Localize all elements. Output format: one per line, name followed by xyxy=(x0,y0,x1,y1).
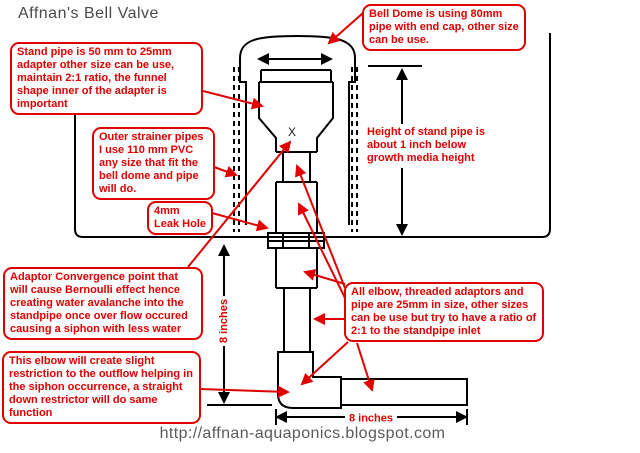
note-elbow: This elbow will create slight restrictio… xyxy=(2,351,201,424)
horizontal-dimension-label: 8 inches xyxy=(344,412,398,426)
arrow-strainer-note xyxy=(213,165,238,178)
arrow-leak-hole-note xyxy=(211,212,269,232)
arrow-fittings-lower-adaptor xyxy=(303,269,346,285)
arrow-elbow-note xyxy=(199,385,290,398)
footer-url: http://affnan-aquaponics.blogspot.com xyxy=(159,425,446,442)
note-strainer: Outer strainer pipes I use 110 mm PVC an… xyxy=(92,127,215,200)
note-bell-dome: Bell Dome is using 80mm pipe with end ca… xyxy=(362,4,526,51)
note-fittings: All elbow, threaded adaptors and pipe ar… xyxy=(344,282,544,342)
arrow-fittings-elbow xyxy=(300,341,349,386)
dim-end-ticks xyxy=(275,409,468,425)
funnel-adapter xyxy=(258,69,334,153)
standpipe xyxy=(275,152,318,233)
grow-bed-outline xyxy=(74,33,551,238)
vertical-dimension-label: 8 inches xyxy=(217,295,231,347)
threaded-flange xyxy=(267,232,325,249)
note-leak-hole: 4mm Leak Hole xyxy=(147,201,213,235)
arrow-fittings-upper-pipe xyxy=(295,164,346,289)
annotation-arrows xyxy=(187,12,375,398)
arrow-standpipe-note xyxy=(202,90,264,110)
bell-dome xyxy=(239,34,356,225)
note-convergence: Adaptor Convergence point that will caus… xyxy=(3,267,203,340)
note-standpipe-height: Height of stand pipe is about 1 inch bel… xyxy=(367,126,485,164)
outflow-pipe xyxy=(340,378,468,406)
arrow-convergence-note xyxy=(187,140,292,268)
convergence-x-mark: X xyxy=(288,125,297,139)
note-standpipe: Stand pipe is 50 mm to 25mm adapter othe… xyxy=(10,42,203,115)
elbow-fitting xyxy=(277,351,342,409)
strainer-pipe-dashed xyxy=(233,67,358,232)
arrow-bell-dome-note xyxy=(327,12,364,45)
structure-group xyxy=(74,33,551,425)
lower-adaptor xyxy=(275,248,318,352)
arrow-fittings-outflow xyxy=(356,342,375,392)
page-title: Affnan's Bell Valve xyxy=(18,5,159,22)
arrow-fittings-adaptor xyxy=(298,202,346,299)
